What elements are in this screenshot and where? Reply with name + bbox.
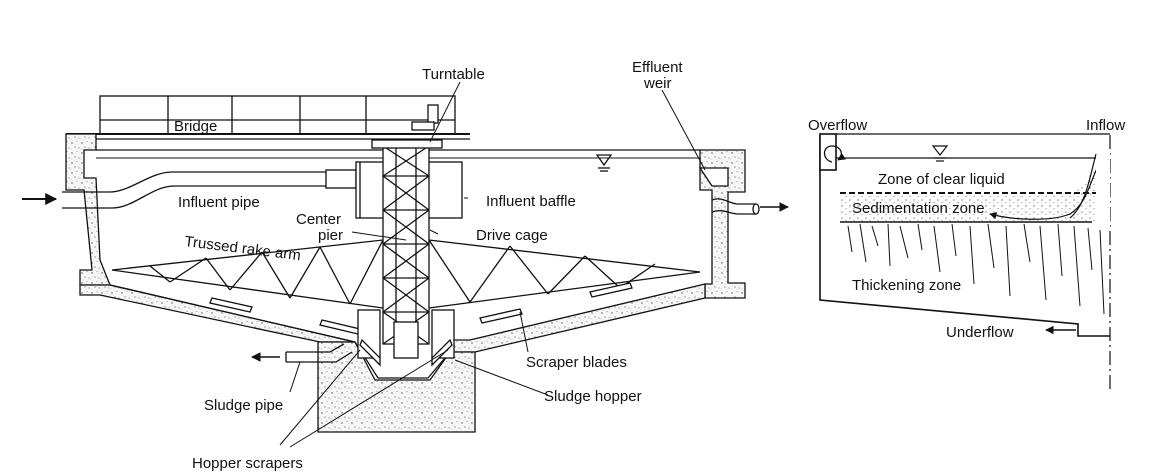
label-drive-cage: Drive cage [476,227,548,244]
label-effluent-weir-1: Effluent [632,59,683,76]
water-level-icon [595,154,613,172]
label-center-pier-1: Center [296,211,341,228]
label-center-pier-2: pier [318,227,343,244]
zone-schematic [819,133,1111,390]
water-level-icon [931,145,949,162]
scraper-blades [209,282,633,335]
trussed-rake-arm-right [428,239,701,309]
bridge [66,95,470,140]
left-tank-wall [65,133,111,286]
label-effluent-weir-2: weir [643,75,672,92]
label-hopper-scrapers: Hopper scrapers [192,455,303,472]
trussed-rake-arm-left [111,239,384,309]
label-scraper-blades: Scraper blades [526,354,627,371]
label-sludge-pipe: Sludge pipe [204,397,283,414]
label-turntable: Turntable [422,66,485,83]
label-underflow: Underflow [946,324,1014,341]
sedimentation-band [840,166,1096,222]
label-bridge: Bridge [174,118,217,135]
drive-cage [382,145,430,345]
sludge-pipe [285,343,353,363]
thickening-streaks [847,223,1105,315]
overflow-curl-icon [823,145,847,163]
turntable [371,139,443,149]
effluent-outlet-pipe [711,198,760,215]
zone-tank-outline [819,135,1110,337]
label-thickening-zone: Thickening zone [852,277,961,294]
label-sludge-hopper: Sludge hopper [544,388,642,405]
right-tank-wall [699,149,746,299]
label-inflow: Inflow [1086,117,1125,134]
label-zone-clear-liquid: Zone of clear liquid [878,171,1005,188]
leader-lines [279,81,706,448]
label-influent-baffle: Influent baffle [486,193,576,210]
influent-pipe [62,169,357,209]
inflow-curve [989,155,1107,220]
label-influent-pipe: Influent pipe [178,194,260,211]
clarifier-cross-section [22,81,789,448]
hopper-scrapers [357,309,455,367]
effluent-channel [698,167,729,187]
label-sedimentation-zone: Sedimentation zone [852,200,985,217]
tank-floor [79,284,356,343]
label-overflow: Overflow [808,117,867,134]
